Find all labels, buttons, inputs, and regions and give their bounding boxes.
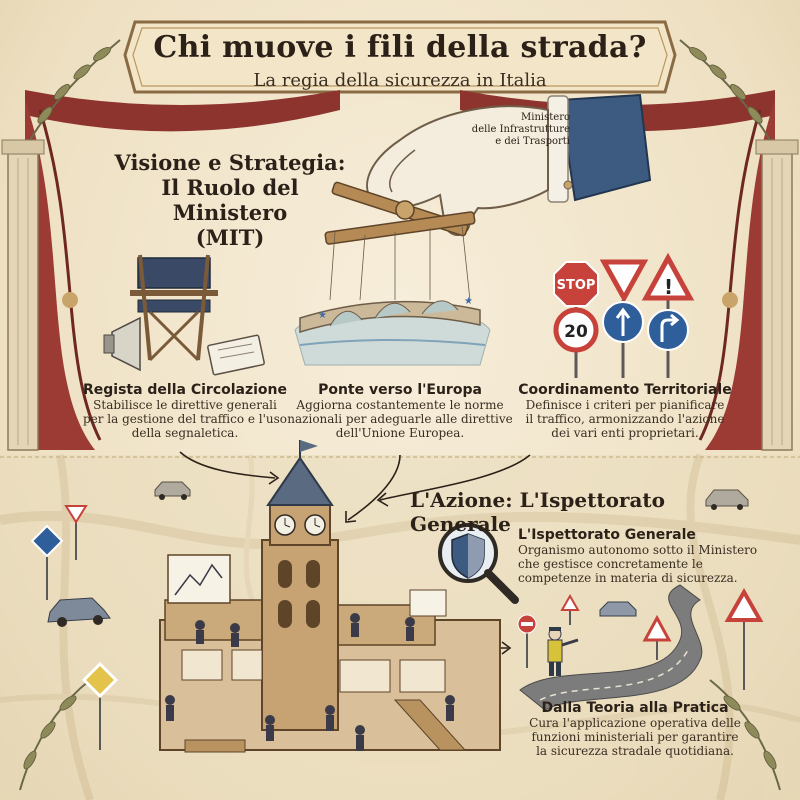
svg-text:★: ★ bbox=[318, 310, 327, 321]
stop-sign-icon bbox=[553, 261, 599, 307]
ministry-label-line: e dei Trasporti bbox=[495, 136, 570, 147]
card-desc-line: nazionali per adeguarle alle direttive bbox=[287, 412, 513, 426]
magnifier-shield-icon bbox=[438, 523, 519, 604]
card-desc-line: dell'Unione Europea. bbox=[335, 426, 465, 440]
section-title-line: Il Ruolo del Ministero bbox=[161, 175, 299, 225]
marionette-control-icon bbox=[324, 181, 476, 301]
practice-title: Dalla Teoria alla Pratica bbox=[541, 700, 729, 716]
card-desc-line: Definisce i criteri per pianificare bbox=[525, 398, 725, 412]
warning-sign-icon bbox=[641, 252, 695, 301]
svg-text:!: ! bbox=[664, 275, 673, 299]
card-europa: Ponte verso l'Europa Aggiorna costanteme… bbox=[280, 382, 520, 440]
speed-limit-sign-icon bbox=[553, 307, 599, 353]
car-icon bbox=[47, 481, 749, 627]
card-desc-line: dei vari enti proprietari. bbox=[551, 426, 699, 440]
section-title-azione: L'Azione: L'Ispettorato Generale bbox=[410, 488, 666, 536]
practice-desc-line: la sicurezza stradale quotidiana. bbox=[536, 744, 734, 758]
yield-sign-icon bbox=[599, 259, 649, 304]
card-desc-line: della segnaletica. bbox=[131, 426, 239, 440]
card-regista: Regista della Circolazione Stabilisce le… bbox=[65, 382, 305, 440]
road-sign-icon bbox=[30, 505, 764, 750]
inspectorate-desc-line: che gestisce concretamente le bbox=[518, 557, 703, 571]
header-banner bbox=[123, 20, 677, 94]
direction-sign-icon bbox=[602, 301, 689, 351]
inspectorate-block: L'Ispettorato Generale Organismo autonom… bbox=[518, 527, 788, 585]
svg-text:★: ★ bbox=[464, 296, 473, 307]
card-desc-line: Stabilisce le direttive generali bbox=[93, 398, 277, 412]
clock-tower-icon bbox=[159, 440, 501, 753]
inspectorate-desc-line: Organismo autonomo sotto il Ministero bbox=[518, 543, 758, 557]
road-sign-cluster: ! bbox=[553, 252, 695, 378]
section-title-line: Visione e Strategia: bbox=[114, 150, 346, 175]
practice-block: Dalla Teoria alla Pratica Cura l'applica… bbox=[505, 700, 765, 758]
ministry-label-line: Ministero bbox=[521, 112, 570, 123]
traffic-officer-icon bbox=[547, 627, 579, 676]
card-desc-line: Aggiorna costantemente le norme bbox=[296, 398, 504, 412]
column-icon bbox=[1, 139, 799, 451]
speed-limit-text: 20 bbox=[564, 322, 588, 342]
page-title: Chi muove i fili della strada? bbox=[153, 30, 647, 65]
card-coordinamento: Coordinamento Territoriale Definisce i c… bbox=[505, 382, 745, 440]
bridge-icon: ★ ★ bbox=[294, 296, 491, 366]
card-title: Ponte verso l'Europa bbox=[318, 382, 482, 398]
puppeteer-hand-icon bbox=[366, 93, 652, 236]
ministry-label: Ministero delle Infrastrutture e dei Tra… bbox=[420, 112, 570, 148]
card-desc-line: il traffico, armonizzando l'azione bbox=[525, 412, 725, 426]
stop-sign-text: STOP bbox=[557, 278, 596, 293]
clipboard-icon bbox=[207, 334, 265, 376]
director-chair-icon bbox=[130, 254, 218, 362]
ministry-label-line: delle Infrastrutture bbox=[471, 124, 570, 135]
card-desc-line: per la gestione del traffico e l'uso bbox=[82, 412, 288, 426]
page-subtitle: La regia della sicurezza in Italia bbox=[253, 70, 547, 91]
megaphone-icon bbox=[103, 316, 141, 372]
section-title-ministry: Visione e Strategia: Il Ruolo del Minist… bbox=[110, 150, 350, 250]
inspectorate-desc-line: competenze in materia di sicurezza. bbox=[518, 571, 738, 585]
laurel-icon bbox=[19, 39, 781, 791]
card-title: Coordinamento Territoriale bbox=[518, 382, 732, 398]
road-icon bbox=[519, 584, 703, 711]
practice-desc-line: funzioni ministeriali per garantire bbox=[531, 730, 739, 744]
practice-desc-line: Cura l'applicazione operativa delle bbox=[529, 716, 741, 730]
inspectorate-title: L'Ispettorato Generale bbox=[518, 527, 696, 543]
section-title-line: (MIT) bbox=[195, 225, 265, 250]
card-title: Regista della Circolazione bbox=[82, 382, 288, 398]
